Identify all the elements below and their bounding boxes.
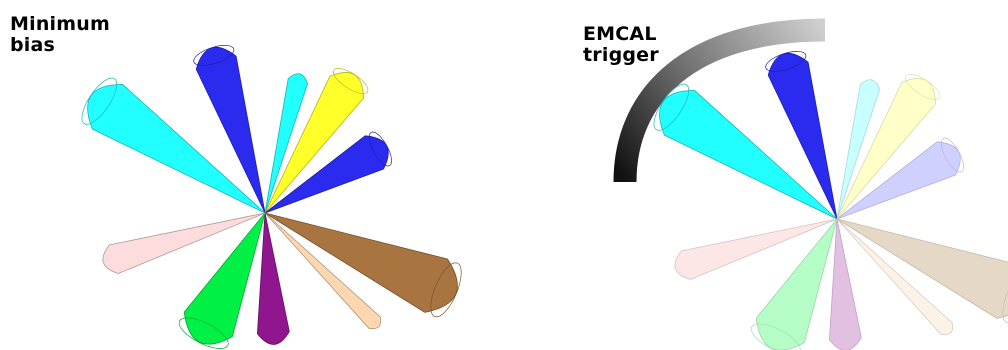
minimum-bias-panel [81, 45, 462, 349]
jet-cone-purple-bottom [829, 218, 862, 350]
jet-cone-cyan-upper-left [659, 90, 838, 220]
minimum-bias-label-line2: bias [10, 34, 56, 56]
jet-cone-brown-lower-right [836, 218, 1008, 319]
jet-cap-cyan-upper-left [653, 83, 689, 131]
jet-cap-brown-lower-right [430, 262, 462, 318]
emcal-trigger-arc [613, 18, 826, 183]
emcal-trigger-panel [613, 18, 1008, 350]
jet-cone-cyan-top [264, 73, 308, 214]
emcal-trigger-label: EMCAL trigger [583, 24, 659, 66]
jet-cap-blue-right [368, 131, 392, 167]
jet-cone-cyan-upper-left [87, 84, 266, 214]
jet-cone-pink-left [102, 212, 266, 274]
jet-cone-peach-lower-right [264, 212, 382, 330]
jet-cap-yellow-upper-right [333, 68, 369, 94]
emcal-trigger-label-line2: trigger [583, 44, 659, 66]
jet-cone-brown-lower-right [264, 212, 458, 313]
jet-cone-green-lower-left [183, 212, 266, 345]
jet-cone-cyan-top [836, 79, 880, 220]
jet-cone-pink-left [674, 218, 838, 280]
jet-cap-yellow-upper-right [905, 74, 941, 100]
jet-cap-cyan-upper-left [81, 77, 117, 125]
jet-cone-purple-bottom [257, 212, 290, 345]
jet-cap-blue-upper [193, 45, 235, 66]
jet-cap-green-lower-left [178, 317, 229, 349]
emcal-trigger-label-line1: EMCAL [583, 23, 657, 45]
minimum-bias-label-line1: Minimum [10, 13, 110, 35]
jet-cap-green-lower-left [750, 323, 801, 350]
jet-cap-blue-right [940, 137, 964, 173]
jet-cap-blue-upper [765, 51, 807, 72]
minimum-bias-label: Minimum bias [10, 14, 110, 56]
jet-cone-peach-lower-right [836, 218, 954, 336]
jet-cone-green-lower-left [755, 218, 838, 350]
